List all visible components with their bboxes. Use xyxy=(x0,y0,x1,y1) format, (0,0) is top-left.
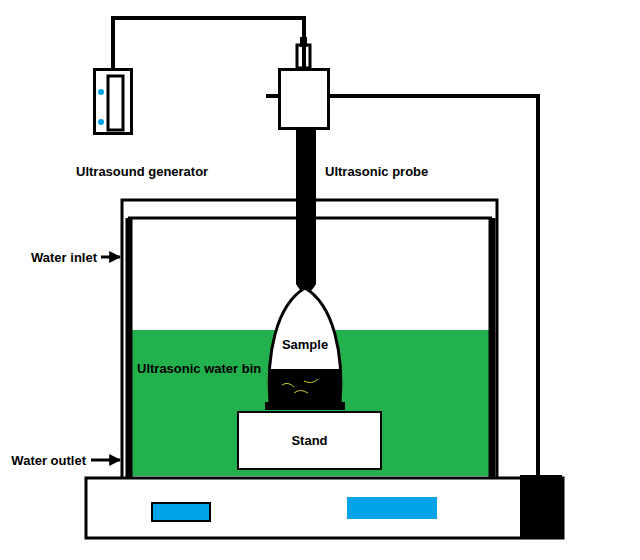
bath-wall xyxy=(489,218,496,478)
outlet-arrow xyxy=(91,459,120,462)
generator-body xyxy=(93,68,133,135)
converter-body xyxy=(278,68,330,130)
node-label: Sample xyxy=(282,337,328,353)
node-label: Ultrasonic water bin xyxy=(137,361,261,377)
sample-flask: Sample xyxy=(264,285,346,412)
base-panel xyxy=(347,497,437,519)
sample-liquid xyxy=(269,369,342,403)
probe-rod xyxy=(296,128,316,293)
flask-base xyxy=(265,402,345,410)
inlet-arrow xyxy=(101,256,120,259)
base-display xyxy=(152,503,210,521)
generator-knob xyxy=(98,89,104,95)
node-label: Stand xyxy=(291,433,327,449)
stand-box: Stand xyxy=(237,411,382,470)
water xyxy=(132,330,489,476)
outlet-label: Water outlet xyxy=(11,453,86,469)
inlet-label: Water inlet xyxy=(31,250,97,266)
generator-box: Ultrasound generator xyxy=(93,68,133,135)
node-label: Ultrasound generator xyxy=(76,164,208,180)
signal-wire xyxy=(113,18,304,68)
flask-glass xyxy=(269,288,341,403)
water-bath: Ultrasonic water bin SampleStand xyxy=(122,200,497,480)
node-label: Ultrasonic probe xyxy=(325,164,428,180)
sample-particles xyxy=(282,379,318,393)
generator-display xyxy=(108,76,123,130)
bath-wall xyxy=(126,218,133,478)
converter-box: Ultrasonic probe xyxy=(278,68,330,130)
power-block xyxy=(520,475,562,537)
base-plate xyxy=(86,478,563,538)
generator-knob xyxy=(98,119,104,125)
